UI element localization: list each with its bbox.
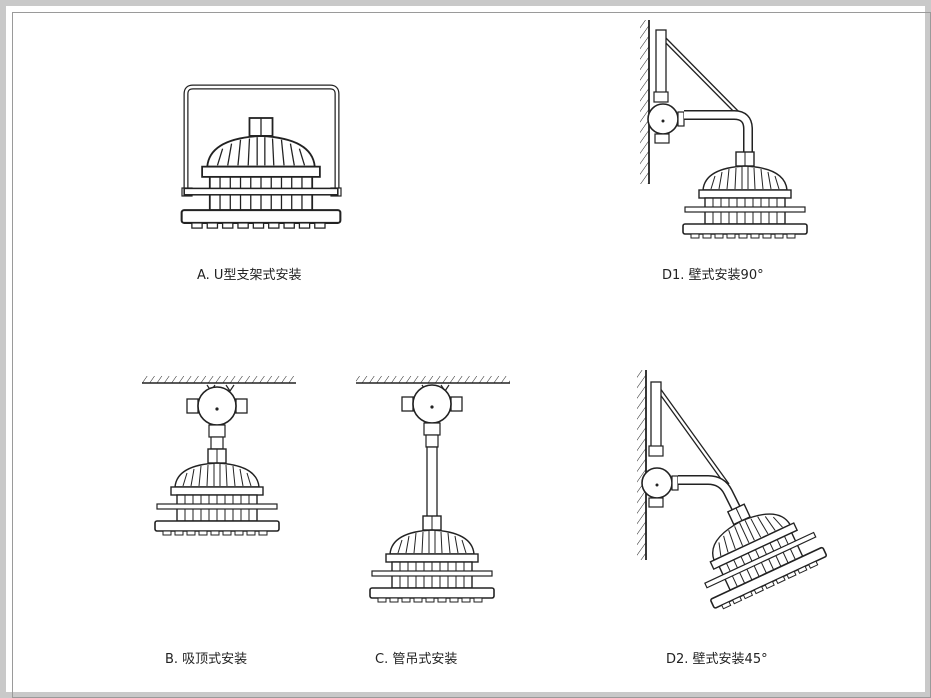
diagram-c-pipe-pendant (356, 376, 510, 603)
diagram-b-ceiling-mount (142, 376, 296, 536)
label-c-pipe: C. 管吊式安装 (375, 652, 458, 667)
label-b-ceiling: B. 吸顶式安装 (165, 652, 248, 667)
diagram-a-u-bracket (180, 84, 342, 230)
label-a-u-bracket: A. U型支架式安装 (197, 268, 302, 283)
label-d1-wall-90: D1. 壁式安装90° (662, 268, 764, 283)
diagram-d1-wall-mount-90 (640, 20, 808, 239)
label-d2-wall-45: D2. 壁式安装45° (666, 652, 768, 667)
diagram-d2-wall-mount-45 (637, 370, 830, 613)
